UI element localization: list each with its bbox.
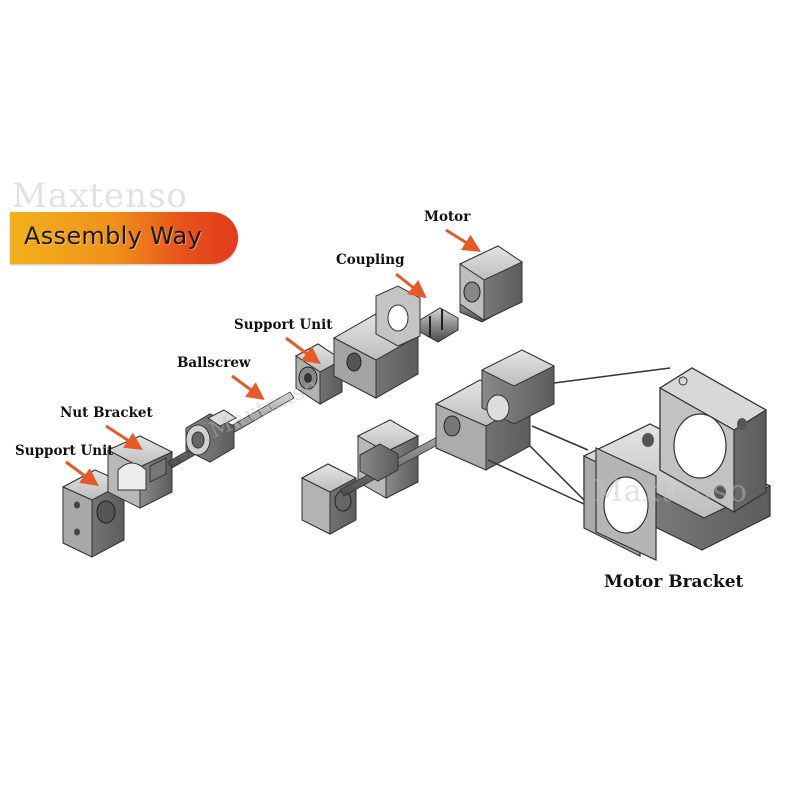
motor-exploded-part — [458, 245, 524, 323]
arrow-support-unit-left — [65, 460, 99, 487]
label-ballscrew: Ballscrew — [177, 355, 251, 371]
motor-bracket-exploded-part — [332, 285, 421, 399]
coupling-part — [419, 307, 459, 343]
label-support-unit-left: Support Unit — [15, 443, 114, 459]
callout-arrows — [65, 228, 482, 487]
arrow-coupling — [395, 272, 427, 299]
arrow-ballscrew — [231, 374, 265, 401]
label-nut-bracket: Nut Bracket — [60, 405, 153, 421]
watermark-top: Maxtenso — [12, 176, 188, 216]
assembled-support-unit-part — [300, 463, 358, 535]
banner-title: Assembly Way — [24, 222, 203, 250]
motor-bracket-large-part — [582, 367, 772, 561]
label-motor-bracket: Motor Bracket — [604, 572, 744, 592]
assembled-motor-part — [434, 349, 556, 471]
label-motor: Motor — [424, 209, 471, 225]
arrow-support-unit-top — [285, 336, 321, 365]
assembly-way-banner: Assembly Way — [10, 212, 238, 264]
arrow-nut-bracket — [105, 424, 144, 450]
ballscrew-part — [167, 391, 295, 469]
arrow-motor — [445, 228, 482, 252]
watermark-bracket: Maxtenso — [592, 474, 749, 509]
label-support-unit-top: Support Unit — [234, 317, 333, 333]
label-coupling: Coupling — [336, 252, 405, 268]
